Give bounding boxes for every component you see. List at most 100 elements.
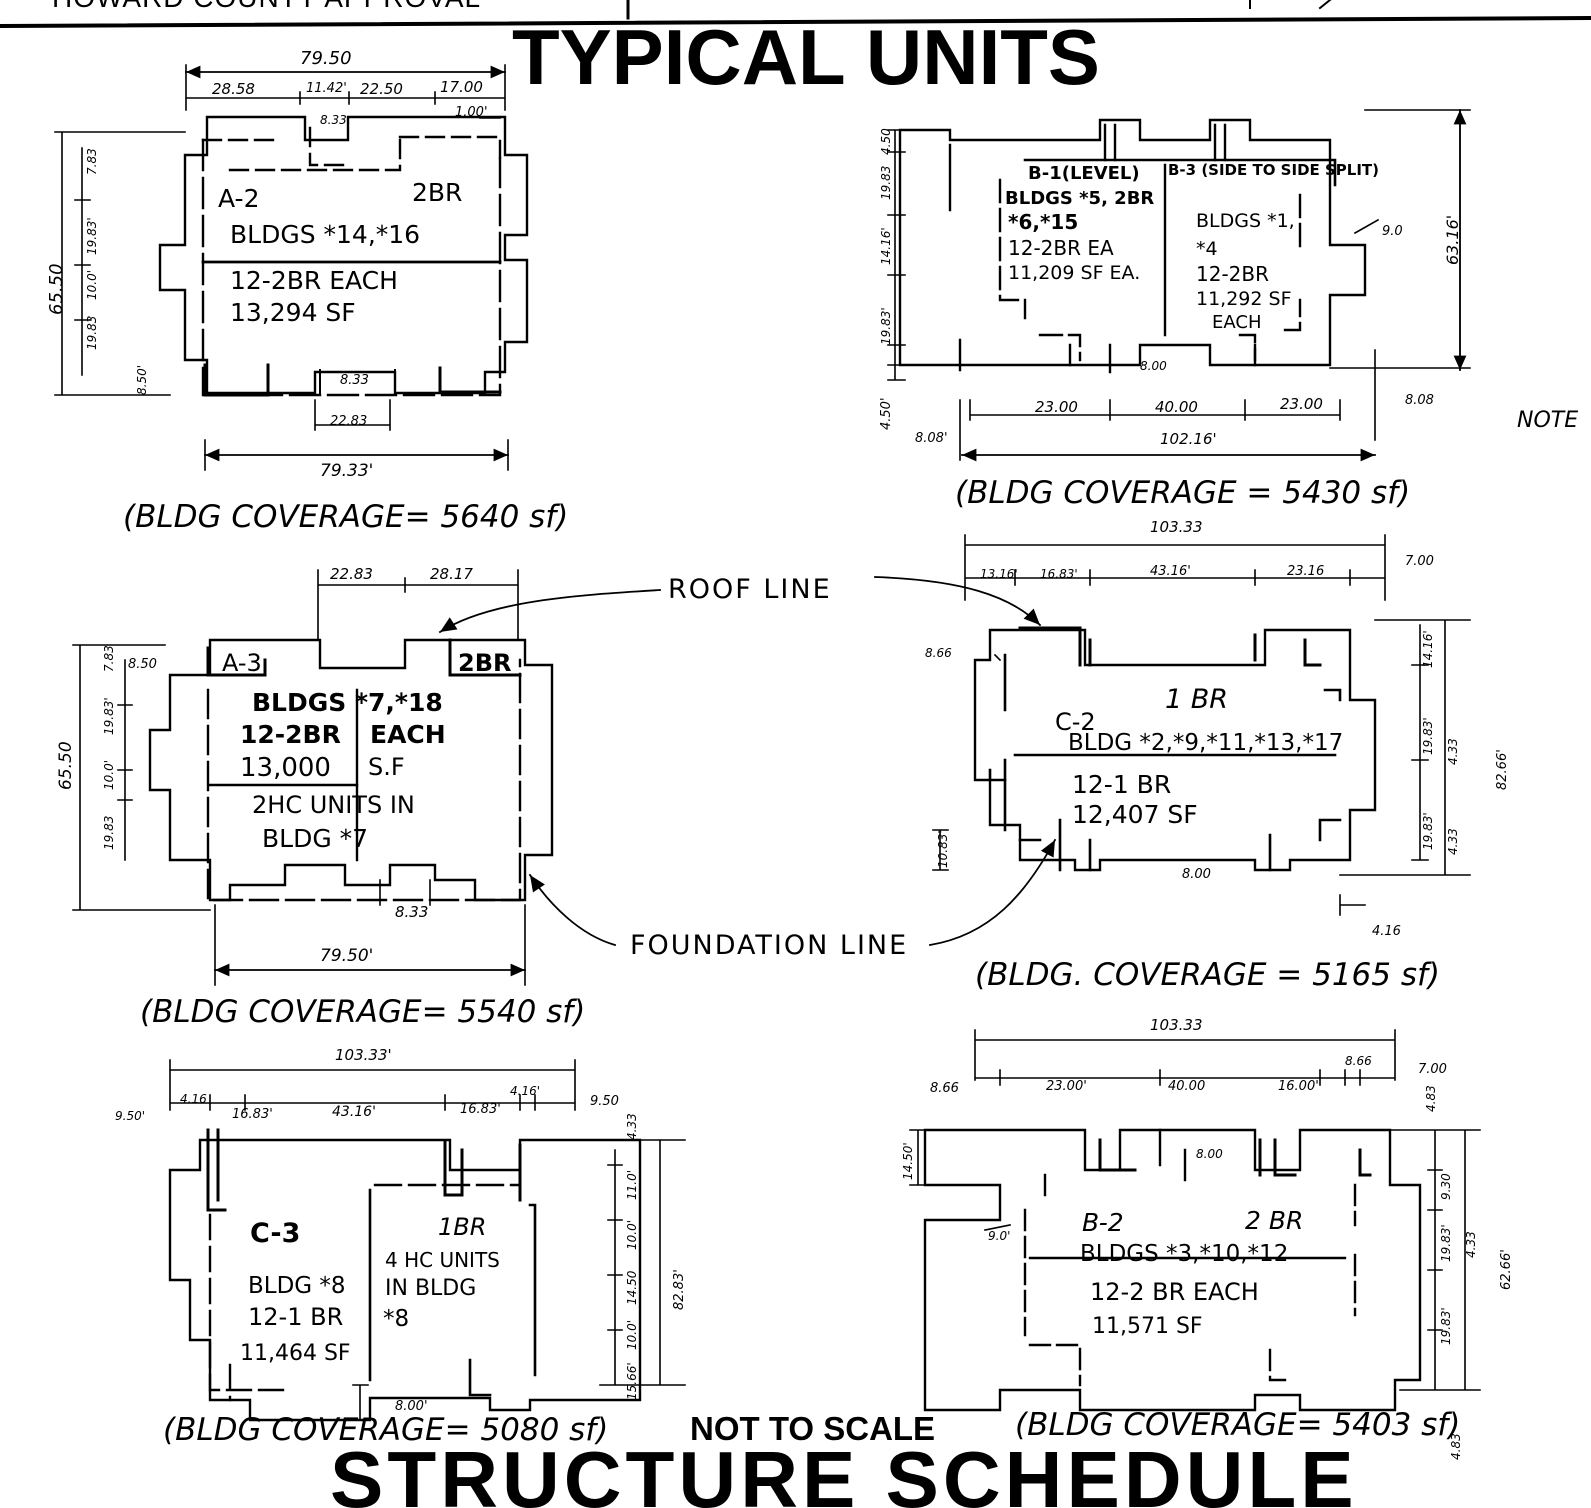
unit-a2-dim: 11.42': [306, 81, 347, 96]
unit-c3-dim: 8.00': [395, 1399, 428, 1414]
unit-b1-area: 11,209 SF EA.: [1008, 262, 1141, 284]
unit-b1-buildings: BLDGS *5, 2BR: [1005, 188, 1155, 209]
unit-c3-dim: 4.16': [510, 1084, 541, 1098]
unit-b2-dim: 16.00': [1278, 1079, 1319, 1094]
unit-a2-dim: 79.50: [300, 48, 352, 69]
unit-c2-plan: [973, 626, 1377, 872]
unit-b1-dim: 23.00: [1280, 395, 1323, 413]
not-to-scale-label: NOT TO SCALE: [690, 1410, 936, 1447]
unit-c2-buildings: BLDG *2,*9,*11,*13,*17: [1068, 730, 1344, 756]
unit-a2-dim: 8.33: [320, 113, 347, 127]
unit-b1-count: 12-2BR EA: [1008, 236, 1114, 260]
unit-b1-coverage: (BLDG COVERAGE = 5430 sf): [955, 475, 1411, 511]
unit-a3-dim: 7.83: [102, 645, 116, 672]
callout-arrows: [438, 576, 1057, 947]
unit-a2-dim: 19.83': [85, 217, 99, 255]
unit-c3-dim: 10.0': [625, 1319, 639, 1350]
unit-c3-dim: 103.33': [335, 1046, 392, 1064]
unit-b2-dim: 4.33: [1464, 1231, 1478, 1258]
unit-b1-dimensions: [887, 109, 1471, 462]
unit-a2-dim: 8.50': [135, 364, 149, 395]
unit-c3-area: 11,464 SF: [240, 1341, 351, 1366]
unit-c2-dim: 23.16: [1287, 564, 1325, 579]
unit-c2-dim: 7.00: [1405, 554, 1434, 569]
unit-a3-dim: 10.0': [102, 759, 116, 790]
unit-c2-dim: 82.66': [1495, 749, 1510, 790]
unit-a2-coverage: (BLDG COVERAGE= 5640 sf): [123, 499, 569, 535]
unit-b1-dim: 8.08: [1405, 393, 1434, 408]
unit-b2-bedrooms: 2 BR: [1245, 1206, 1304, 1235]
unit-c3-hc-building: IN BLDG: [385, 1276, 477, 1301]
unit-c3-plan: [168, 1128, 642, 1422]
unit-b2-dim: 4.83: [1449, 1433, 1463, 1460]
unit-b1-dim: 63.16': [1443, 214, 1462, 265]
unit-a3-hc-units: 2HC UNITS IN: [252, 791, 415, 819]
unit-c3-count: 12-1 BR: [248, 1303, 344, 1331]
header-rule: [0, 15, 1591, 29]
unit-a3-area-unit: S.F: [368, 753, 405, 781]
unit-c3-dim: 11.0': [625, 1169, 639, 1200]
unit-c2-dim: 10.83': [936, 830, 950, 868]
unit-a3-dim: 19.83: [102, 815, 116, 850]
unit-c2-dim: 19.83': [1421, 717, 1435, 755]
unit-c2-dim: 8.66: [925, 646, 952, 660]
unit-b2-dim: 8.66: [930, 1081, 959, 1096]
unit-b1-dim: 19.83': [879, 307, 893, 345]
unit-b2-dim: 14.50': [901, 1142, 915, 1180]
unit-b1-dim: 8.00: [1140, 359, 1167, 373]
unit-a3-dim: 65.50: [56, 741, 76, 790]
unit-c3-type: C-3: [250, 1218, 301, 1249]
unit-c3-bedrooms: 1BR: [438, 1213, 487, 1241]
unit-a3-dim: 79.50': [320, 946, 374, 966]
unit-c3-dimensions: [169, 1059, 686, 1421]
unit-a2-dim: 17.00: [440, 78, 483, 96]
unit-a3-buildings: BLDGS *7,*18: [252, 688, 443, 717]
unit-b2-coverage: (BLDG COVERAGE= 5403 sf): [1015, 1407, 1461, 1443]
unit-c3-dim: 10.0': [625, 1219, 639, 1250]
unit-c2-dim: 14.16': [1421, 630, 1435, 668]
unit-b2-dim: 9.30: [1439, 1173, 1453, 1200]
unit-c2-coverage: (BLDG. COVERAGE = 5165 sf): [975, 957, 1441, 993]
unit-c3-dim: 16.83': [232, 1107, 273, 1122]
unit-a2-dim: 22.50: [360, 80, 403, 98]
unit-a3-dim: 8.33: [395, 903, 429, 921]
unit-c2-dim: 4.33: [1446, 828, 1460, 855]
unit-a2-buildings: BLDGS *14,*16: [230, 220, 421, 249]
unit-a2-dim: 65.50: [46, 263, 67, 315]
unit-b2-dim: 19.83': [1439, 1224, 1453, 1262]
unit-a2-count: 12-2BR EACH: [230, 266, 398, 295]
unit-b2-dim: 8.66: [1345, 1054, 1372, 1068]
note-label: NOTE: [1517, 408, 1579, 433]
unit-b1-dim: 19.83: [879, 165, 893, 200]
unit-b2-count: 12-2 BR EACH: [1090, 1278, 1259, 1306]
unit-c3-hc-number: *8: [383, 1306, 410, 1332]
unit-c2-dim: 4.33: [1446, 738, 1460, 765]
unit-c2-dim: 19.83': [1421, 812, 1435, 850]
unit-a2-dim: 19.83: [85, 315, 99, 350]
unit-a2-dim: 10.0': [85, 269, 99, 300]
unit-a3-bedrooms: 2BR: [458, 649, 512, 677]
unit-a2-dim: 79.33': [320, 461, 374, 481]
unit-a2-dim: 8.33: [340, 373, 369, 388]
unit-c2-dim: 13.16': [980, 567, 1018, 581]
unit-c2-dim: 8.00: [1182, 867, 1211, 882]
unit-b2-area: 11,571 SF: [1092, 1314, 1203, 1339]
unit-b3-buildings-2: *4: [1196, 238, 1218, 260]
unit-b3-count: 12-2BR: [1196, 262, 1270, 286]
unit-b1-buildings-2: *6,*15: [1008, 210, 1079, 234]
unit-b3-buildings: BLDGS *1,: [1196, 210, 1295, 232]
unit-c3-dim: 14.50: [625, 1270, 639, 1305]
unit-c3-dim: 15.66': [625, 1362, 639, 1400]
unit-a3-coverage: (BLDG COVERAGE= 5540 sf): [140, 994, 586, 1030]
unit-c2-dim: 103.33: [1150, 518, 1203, 536]
unit-c3-coverage: (BLDG COVERAGE= 5080 sf): [163, 1412, 609, 1448]
unit-b1-plan: [898, 118, 1367, 374]
unit-c2-type: C-2: [1055, 708, 1096, 736]
unit-c3-dim: 4.33: [625, 1113, 639, 1140]
unit-a3-dimensions: [72, 569, 526, 986]
unit-b1-type: B-1(LEVEL): [1028, 163, 1140, 184]
unit-b2-dim: 9.0': [988, 1229, 1011, 1243]
unit-b2-dim: 19.83': [1439, 1307, 1453, 1345]
approval-text: HOWARD COUNTY APPROVAL: [52, 0, 481, 12]
unit-c2-dim: 43.16': [1150, 564, 1191, 579]
